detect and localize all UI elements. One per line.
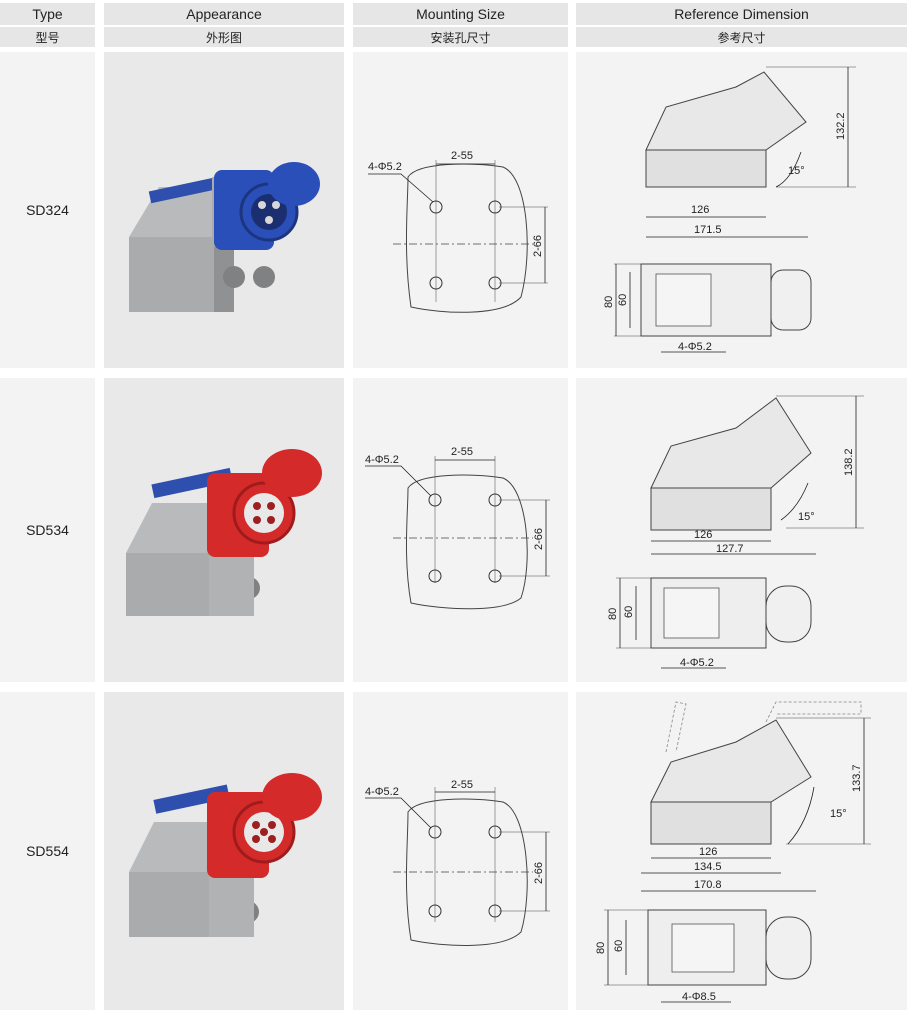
mounting-hole-label: 4-Φ5.2 — [365, 786, 399, 798]
ref-depth-outer-label: 80 — [607, 608, 619, 620]
header-appearance-cn: 外形图 — [104, 27, 344, 47]
header-mounting-cn: 安装孔尺寸 — [353, 27, 568, 47]
header-type-cn: 型号 — [0, 27, 95, 47]
socket-illustration — [126, 449, 322, 616]
ref-angle-label: 15° — [788, 165, 805, 177]
socket-illustration — [129, 162, 320, 312]
mounting-hole-label: 4-Φ5.2 — [365, 454, 399, 466]
ref-height-label: 138.2 — [843, 448, 855, 476]
mounting-vertical-label: 2-66 — [532, 235, 544, 257]
type-cell: SD324 — [0, 52, 95, 368]
type-cell: SD534 — [0, 378, 95, 682]
mounting-drawing: 4-Φ5.2 2-55 2-66 — [353, 692, 568, 1010]
mounting-vertical-label: 2-66 — [533, 862, 545, 884]
socket-lid — [262, 449, 322, 497]
ref-angle-label: 15° — [830, 808, 847, 820]
type-cell: SD554 — [0, 692, 95, 1010]
mounting-horizontal-label: 2-55 — [451, 779, 473, 791]
socket-lid — [268, 162, 320, 206]
ref-width-c-label: 170.8 — [694, 879, 722, 891]
ref-hole-label: 4-Φ5.2 — [680, 657, 714, 669]
reference-drawing: 133.7 15° 126 134.5 170.8 80 60 4-Φ8.5 — [576, 692, 907, 1010]
reference-drawing: 132.2 15° 126 171.5 80 60 4-Φ5.2 — [576, 52, 907, 368]
type-label: SD554 — [26, 843, 69, 859]
header-appearance: Appearance — [104, 3, 344, 25]
ref-width-b-label: 171.5 — [694, 224, 722, 236]
ref-depth-outer-label: 80 — [595, 942, 607, 954]
ref-angle-label: 15° — [798, 511, 815, 523]
header-reference-dimension: Reference Dimension — [576, 3, 907, 25]
ref-width-a-label: 126 — [694, 529, 712, 541]
mounting-vertical-label: 2-66 — [533, 528, 545, 550]
ref-width-a-label: 126 — [691, 204, 709, 216]
header-reference-cn: 参考尺寸 — [576, 27, 907, 47]
ref-width-b-label: 127.7 — [716, 543, 744, 555]
ref-hole-label: 4-Φ5.2 — [678, 341, 712, 353]
appearance-image — [104, 692, 344, 1010]
ref-depth-inner-label: 60 — [623, 606, 635, 618]
ref-width-a-label: 126 — [699, 846, 717, 858]
appearance-image — [104, 52, 344, 368]
socket-lid — [262, 773, 322, 821]
reference-drawing: 138.2 15° 126 127.7 80 60 4-Φ5.2 — [576, 378, 907, 682]
socket-illustration — [129, 773, 322, 937]
mounting-hole-label: 4-Φ5.2 — [368, 161, 402, 173]
mounting-drawing: 4-Φ5.2 2-55 2-66 — [353, 52, 568, 368]
type-label: SD534 — [26, 522, 69, 538]
ref-width-b-label: 134.5 — [694, 861, 722, 873]
header-mounting-size: Mounting Size — [353, 3, 568, 25]
header-type: Type — [0, 3, 95, 25]
ref-height-label: 133.7 — [851, 764, 863, 792]
mounting-horizontal-label: 2-55 — [451, 446, 473, 458]
mounting-horizontal-label: 2-55 — [451, 150, 473, 162]
ref-depth-outer-label: 80 — [603, 296, 615, 308]
ref-hole-label: 4-Φ8.5 — [682, 991, 716, 1003]
ref-depth-inner-label: 60 — [613, 940, 625, 952]
ref-height-label: 132.2 — [835, 112, 847, 140]
type-label: SD324 — [26, 202, 69, 218]
mounting-drawing: 4-Φ5.2 2-55 2-66 — [353, 378, 568, 682]
appearance-image — [104, 378, 344, 682]
ref-depth-inner-label: 60 — [617, 294, 629, 306]
